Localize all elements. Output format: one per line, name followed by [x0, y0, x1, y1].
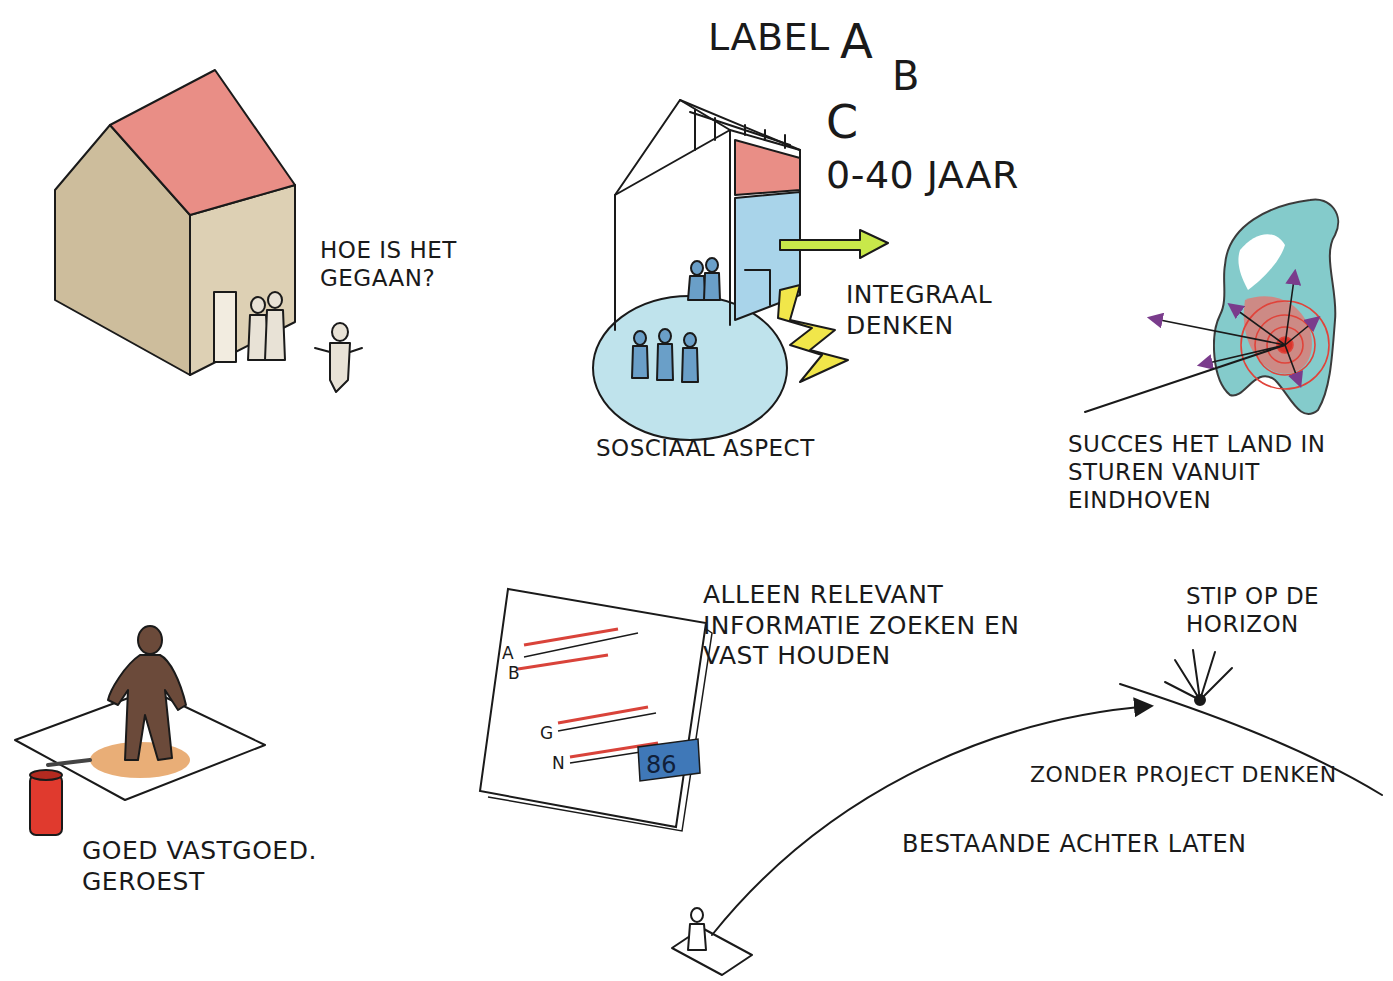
period-note: 0-40 JAAR — [826, 152, 1086, 198]
information-note: ALLEEN RELEVANT INFORMATIE ZOEKEN EN VAS… — [703, 580, 1038, 672]
sheet-outline — [478, 585, 718, 830]
energy-class: G — [540, 725, 553, 742]
energy-label-letter: B — [892, 52, 942, 101]
energy-class: B — [508, 665, 520, 682]
country-map — [1085, 199, 1338, 414]
goal-note: STIP OP DE HORIZON — [1186, 582, 1391, 638]
approach-note: ZONDER PROJECT DENKEN — [1030, 762, 1390, 789]
question-note: HOE IS HET GEGAAN? — [320, 236, 495, 292]
concept-note: INTEGRAAL DENKEN — [846, 280, 1046, 341]
horizon-trajectory — [672, 650, 1382, 975]
energy-label-letter: C — [826, 94, 876, 150]
property-note: GOED VASTGOED. GEROEST — [82, 836, 357, 897]
concept-note: SOSCIAAL ASPECT — [596, 434, 876, 462]
energy-label-letter: A — [840, 12, 890, 71]
house-sketch — [55, 70, 362, 392]
ambition-note: SUCCES HET LAND IN STUREN VANUIT EINDHOV… — [1068, 430, 1388, 514]
house-sketch — [593, 100, 888, 440]
person-on-land — [15, 626, 265, 835]
score-number: 86 — [646, 753, 677, 777]
energy-class: A — [502, 645, 514, 662]
document-sheet: AB GN 86 — [478, 585, 718, 830]
label-heading: LABEL — [708, 14, 838, 60]
approach-note: BESTAANDE ACHTER LATEN — [902, 830, 1322, 859]
energy-class: N — [552, 755, 565, 772]
